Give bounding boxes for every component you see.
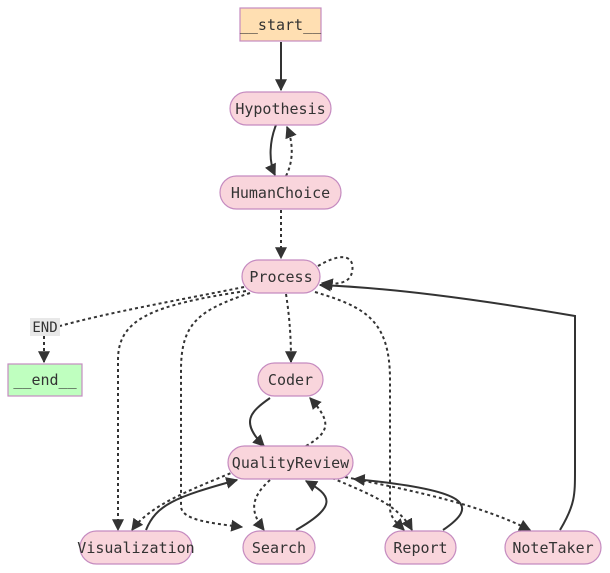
- edge-process-end: [59, 286, 245, 327]
- edges: [38, 42, 576, 532]
- node-hypothesis-label: Hypothesis: [235, 100, 325, 118]
- node-humanchoice-label: HumanChoice: [231, 184, 330, 202]
- edge-qualityreview-visualization: [131, 470, 237, 531]
- edge-qualityreview-notetaker: [344, 476, 532, 531]
- node-report-label: Report: [393, 539, 447, 557]
- edge-process-coder: [284, 293, 297, 364]
- node-notetaker-label: NoteTaker: [512, 539, 593, 557]
- edge-label-end: END: [30, 318, 60, 336]
- edge-report-qualityreview: [352, 474, 463, 531]
- node-hypothesis[interactable]: Hypothesis: [229, 91, 332, 126]
- node-visualization[interactable]: Visualization: [77, 530, 195, 565]
- edge-process-search: [180, 292, 251, 532]
- edge-search-qualityreview: [295, 480, 328, 531]
- node-notetaker[interactable]: NoteTaker: [504, 530, 602, 565]
- edge-label-end-text: END: [32, 320, 57, 336]
- node-end[interactable]: __end__: [7, 363, 83, 397]
- node-qualityreview-label: QualityReview: [232, 454, 350, 472]
- node-coder[interactable]: Coder: [257, 362, 324, 397]
- edge-qualityreview-report: [331, 477, 413, 532]
- node-humanchoice[interactable]: HumanChoice: [219, 175, 342, 210]
- edge-coder-qualityreview: [249, 397, 271, 447]
- node-report[interactable]: Report: [384, 530, 457, 565]
- edge-process-visualization: [112, 290, 247, 532]
- node-process[interactable]: Process: [241, 259, 321, 294]
- edge-humanchoice-hypothesis: [285, 125, 297, 177]
- node-start[interactable]: __start__: [239, 7, 322, 42]
- node-process-label: Process: [249, 268, 312, 286]
- node-search[interactable]: Search: [242, 530, 316, 565]
- node-search-label: Search: [252, 539, 306, 557]
- node-visualization-label: Visualization: [77, 539, 194, 557]
- edge-process-self: [317, 256, 354, 291]
- edge-hypothesis-humanchoice: [265, 124, 277, 177]
- edge-process-report: [314, 291, 405, 531]
- edge-notetaker-process: [318, 279, 576, 531]
- node-coder-label: Coder: [268, 371, 313, 389]
- edge-visualization-qualityreview: [145, 477, 239, 531]
- node-qualityreview[interactable]: QualityReview: [227, 445, 354, 480]
- node-end-label: __end__: [13, 371, 77, 389]
- edge-qualityreview-coder: [305, 397, 327, 447]
- node-start-label: __start__: [240, 16, 322, 34]
- edge-qualityreview-search: [252, 479, 271, 531]
